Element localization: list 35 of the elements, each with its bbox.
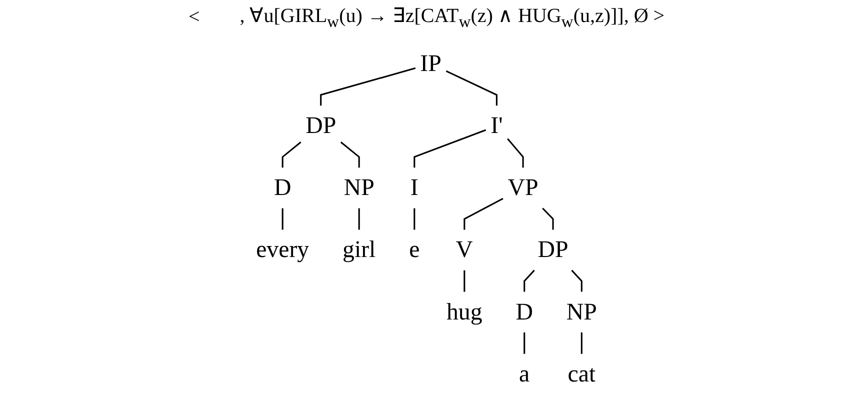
branch-line <box>571 270 582 292</box>
tree-label: VP <box>508 174 538 202</box>
branch-line <box>507 138 524 168</box>
tree-label: D <box>274 174 292 202</box>
tree-label: NP <box>566 298 597 326</box>
branch-line <box>464 198 504 230</box>
branch-line <box>542 208 554 230</box>
tree-label: V <box>456 236 474 264</box>
branch-line <box>282 208 284 230</box>
tree-label: cat <box>568 361 596 388</box>
tree-label: NP <box>344 174 374 202</box>
branch-line <box>414 129 486 168</box>
tree-label: IP <box>420 50 442 77</box>
tree-label: I' <box>490 112 503 140</box>
branch-line <box>446 70 498 106</box>
branch-line <box>358 208 360 230</box>
branch-line <box>282 142 302 168</box>
branch-line <box>320 67 416 106</box>
branch-line <box>414 208 416 230</box>
tree-label: a <box>519 361 530 388</box>
tree-label: girl <box>342 236 376 264</box>
branch-line <box>464 270 466 292</box>
tree-label: e <box>409 236 420 264</box>
tree-label: D <box>516 298 533 326</box>
branch-line <box>524 270 535 292</box>
tree-label: hug <box>446 298 482 326</box>
tree-label: every <box>256 236 310 264</box>
tree-label: DP <box>306 112 336 140</box>
branch-line <box>340 142 360 168</box>
tree-label: DP <box>538 236 568 264</box>
formula-text: < <box>188 6 200 28</box>
formula-text: , ∀u[GIRL$_{w}$(u) → ∃z[CAT$_{w}$(z) ∧ HUG$_{w}$(u,z)]], Ø > <box>240 4 665 32</box>
branch-line <box>580 332 582 354</box>
branch-line <box>524 332 526 354</box>
tree-label: I <box>410 174 418 202</box>
